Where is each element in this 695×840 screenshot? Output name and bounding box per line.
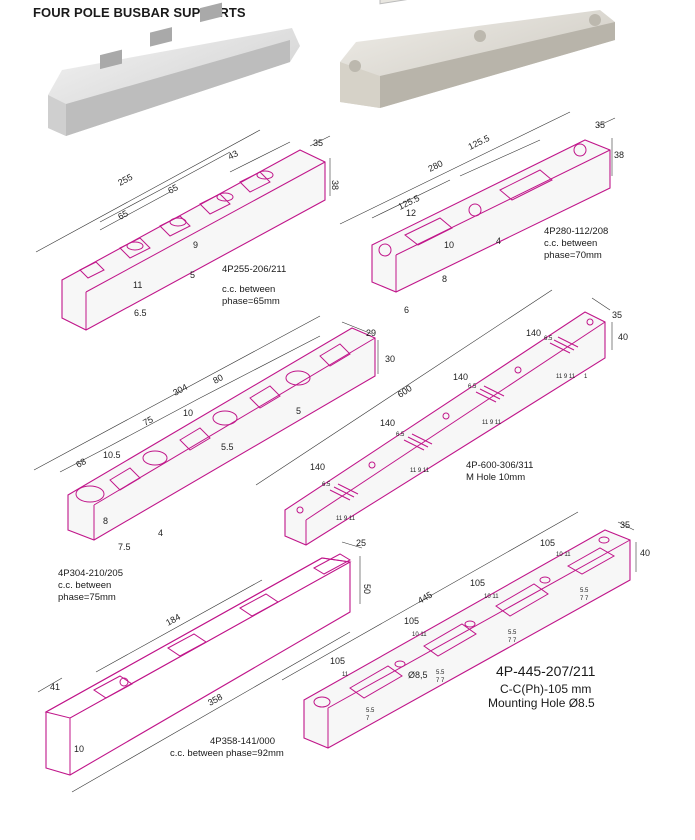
model-note-4p255-line2: phase=65mm: [222, 296, 280, 307]
svg-text:25: 25: [356, 538, 366, 548]
page-title: FOUR POLE BUSBAR SUPPORTS: [33, 5, 246, 20]
svg-text:11 9 11: 11 9 11: [336, 516, 356, 522]
svg-text:10: 10: [183, 408, 193, 418]
svg-text:140: 140: [453, 372, 468, 382]
model-note-4p600-line1: M Hole 10mm: [466, 472, 526, 483]
svg-text:40: 40: [640, 548, 650, 558]
svg-text:5.5: 5.5: [366, 708, 375, 714]
svg-text:105: 105: [470, 578, 485, 588]
svg-text:65: 65: [116, 208, 130, 222]
svg-text:6.5: 6.5: [322, 482, 331, 488]
svg-text:10: 10: [444, 240, 454, 250]
svg-text:11 9 11: 11 9 11: [556, 374, 576, 380]
svg-text:5.5: 5.5: [436, 670, 445, 676]
svg-text:38: 38: [614, 150, 624, 160]
svg-text:65: 65: [166, 182, 180, 196]
svg-text:10 11: 10 11: [412, 632, 427, 638]
svg-text:35: 35: [595, 120, 605, 130]
svg-text:7 7: 7 7: [508, 638, 517, 644]
svg-text:7 7: 7 7: [436, 678, 445, 684]
svg-text:35: 35: [313, 138, 323, 148]
model-note-4p304-line2: phase=75mm: [58, 592, 116, 603]
model-code-4p358: 4P358-141/000: [210, 736, 275, 747]
product-photo-1: [48, 2, 300, 136]
svg-text:41: 41: [50, 682, 60, 692]
model-code-4p304: 4P304-210/205: [58, 568, 123, 579]
svg-text:105: 105: [404, 616, 419, 626]
model-note-4p255-line1: c.c. between: [222, 284, 276, 295]
svg-text:5: 5: [190, 270, 195, 280]
svg-text:10 11: 10 11: [556, 552, 571, 558]
drawing-4p304: 304 80 75 68 10 10.5 5.5 29 30 5 8 4 7.5: [33, 315, 395, 552]
svg-text:12: 12: [406, 208, 416, 218]
svg-text:80: 80: [211, 372, 225, 386]
drawing-4p255: 255 65 65 43 35 38 9 5 11 6.5: [35, 129, 340, 331]
svg-text:7: 7: [366, 716, 370, 722]
svg-text:6.5: 6.5: [396, 432, 405, 438]
product-photo-2: [340, 0, 615, 108]
svg-text:140: 140: [526, 328, 541, 338]
svg-text:75: 75: [141, 414, 155, 428]
model-code-4p445: 4P-445-207/211: [496, 663, 596, 679]
svg-text:6: 6: [404, 305, 409, 315]
svg-text:11 9 11: 11 9 11: [410, 468, 430, 474]
svg-text:280: 280: [426, 158, 444, 174]
svg-text:7.5: 7.5: [118, 542, 131, 552]
svg-text:8: 8: [442, 274, 447, 284]
svg-text:35: 35: [620, 520, 630, 530]
svg-text:7 7: 7 7: [580, 596, 589, 602]
svg-text:10: 10: [74, 744, 84, 754]
svg-text:140: 140: [380, 418, 395, 428]
svg-text:600: 600: [396, 383, 414, 400]
svg-text:Ø8,5: Ø8,5: [408, 670, 428, 680]
svg-text:50: 50: [362, 584, 372, 594]
svg-text:4: 4: [496, 236, 501, 246]
model-note-4p304-line1: c.c. between: [58, 580, 112, 591]
model-note-4p280-line2: phase=70mm: [544, 250, 602, 261]
drawing-4p358: 184 358 41 10 25 50: [37, 538, 372, 793]
svg-text:140: 140: [310, 462, 325, 472]
svg-text:304: 304: [171, 382, 189, 398]
svg-text:5: 5: [296, 406, 301, 416]
svg-text:4: 4: [158, 528, 163, 538]
svg-text:35: 35: [612, 310, 622, 320]
svg-text:43: 43: [226, 148, 240, 162]
svg-text:5.5: 5.5: [508, 630, 517, 636]
svg-text:445: 445: [416, 590, 434, 606]
drawing-4p445: 445 105 105 105 105 35 40 Ø8,5 11 10 11 …: [281, 511, 650, 749]
svg-text:29: 29: [366, 328, 376, 338]
svg-text:68: 68: [74, 456, 88, 470]
svg-text:125.5: 125.5: [466, 133, 491, 152]
svg-text:9: 9: [193, 240, 198, 250]
svg-text:255: 255: [116, 172, 134, 188]
svg-text:40: 40: [618, 332, 628, 342]
model-note-4p445-line1: C-C(Ph)-105 mm: [500, 682, 592, 696]
model-note-4p358-line1: c.c. between phase=92mm: [170, 748, 284, 759]
svg-text:105: 105: [540, 538, 555, 548]
model-code-4p255: 4P255-206/211: [222, 264, 287, 275]
model-code-4p280: 4P280-112/208: [544, 226, 609, 237]
svg-text:6.5: 6.5: [468, 384, 477, 390]
svg-text:30: 30: [385, 354, 395, 364]
svg-text:10.5: 10.5: [103, 450, 121, 460]
svg-text:1: 1: [584, 374, 588, 380]
model-note-4p280-line1: c.c. between: [544, 238, 598, 249]
model-code-4p600: 4P-600-306/311: [466, 460, 534, 471]
svg-text:10 11: 10 11: [484, 594, 499, 600]
svg-text:6.5: 6.5: [134, 308, 147, 318]
svg-text:38: 38: [330, 180, 340, 190]
svg-text:11: 11: [133, 280, 142, 290]
svg-text:11 9 11: 11 9 11: [482, 420, 502, 426]
svg-text:8: 8: [103, 516, 108, 526]
svg-text:11: 11: [342, 672, 349, 678]
drawing-4p600: 600 140 140 140 140 35 40 6.5 6.5 6.5 6.…: [255, 289, 628, 546]
svg-text:5.5: 5.5: [580, 588, 589, 594]
model-note-4p445-line2: Mounting Hole Ø8.5: [488, 696, 595, 710]
svg-text:6.5: 6.5: [544, 336, 553, 342]
svg-text:105: 105: [330, 656, 345, 666]
svg-text:5.5: 5.5: [221, 442, 234, 452]
svg-text:184: 184: [164, 612, 182, 628]
drawing-4p280: 280 125.5 125.5 12 35 38 10 4 8 6: [339, 111, 624, 315]
